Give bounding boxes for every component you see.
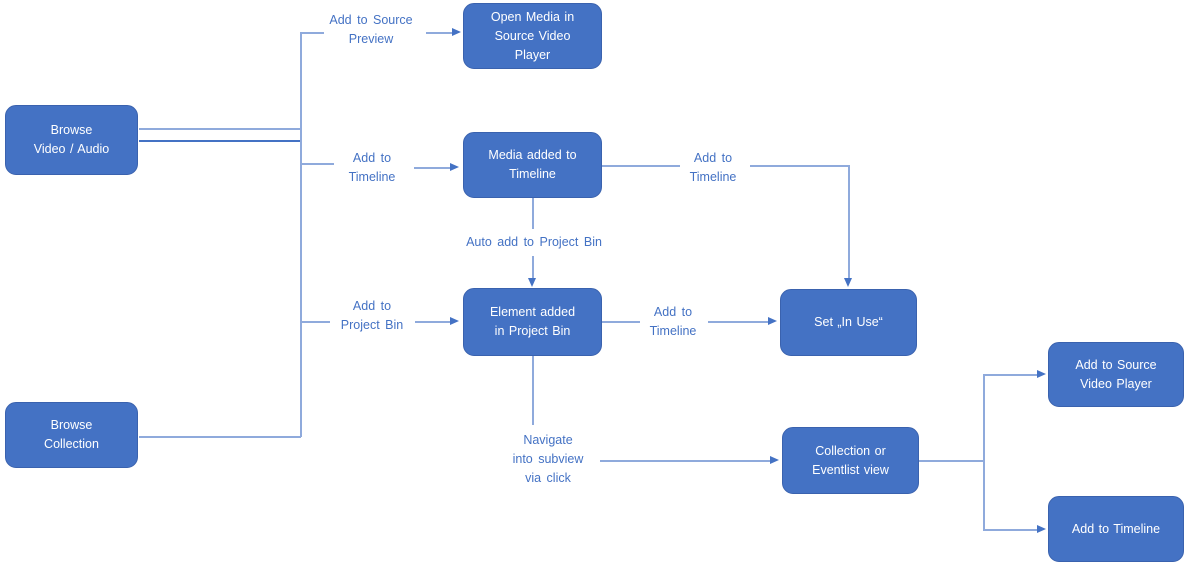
connector-row2-stub <box>300 163 334 165</box>
arrowhead-add-source-player <box>1037 370 1046 378</box>
edge-label-add-to-source-preview: Add to Source Preview <box>306 11 436 49</box>
edge-label-text: Timeline <box>689 170 737 184</box>
node-text: Video Player <box>1080 376 1152 391</box>
connector-browse-video-upper <box>139 128 301 130</box>
connector-row1-stub <box>300 32 324 34</box>
node-text: Timeline <box>509 167 556 181</box>
node-text: Add to Timeline <box>1071 521 1161 536</box>
arrowhead-element-added-top <box>528 278 536 287</box>
node-add-to-timeline: Add to Timeline <box>1048 496 1184 562</box>
node-text: Browse <box>50 418 93 432</box>
edge-label-text: Project Bin <box>340 318 404 332</box>
arrowhead-collection-view-left <box>770 456 779 464</box>
node-text: Eventlist view <box>812 462 889 477</box>
edge-label-text: Add to Source <box>329 13 413 27</box>
connector-row2-arrowline <box>414 167 452 169</box>
edge-label-text: Auto add to Project Bin <box>466 235 602 249</box>
node-browse-video-audio: Browse Video / Audio <box>5 105 138 175</box>
connector-element-right-a <box>602 321 640 323</box>
arrowhead-element-added-left <box>450 317 459 325</box>
connector-media-right-b <box>750 165 850 167</box>
connector-split-bottom <box>983 529 1038 531</box>
node-element-added-project-bin: Element added in Project Bin <box>463 288 602 356</box>
connector-browse-collection <box>139 436 301 438</box>
connector-browse-video-lower <box>139 140 301 142</box>
node-add-to-source-video-player: Add to Source Video Player <box>1048 342 1184 407</box>
connector-element-right-b <box>708 321 769 323</box>
edge-label-text: Timeline <box>348 170 396 184</box>
node-text: Collection or <box>815 443 886 458</box>
node-text: in Project Bin <box>494 324 571 338</box>
edge-label-text: via click <box>525 471 571 485</box>
connector-auto-add-lower <box>532 256 534 279</box>
node-text: Source Video <box>494 28 571 43</box>
connector-row3-stub <box>300 321 330 323</box>
node-text: Open Media in <box>490 9 575 24</box>
connector-split-vertical <box>983 374 985 530</box>
node-set-in-use: Set „In Use“ <box>780 289 917 356</box>
connector-navigate-arrowline <box>600 460 770 462</box>
connector-branch-track <box>300 32 302 437</box>
node-text: Player <box>514 47 551 62</box>
node-text: Collection <box>44 437 99 451</box>
edge-label-text: Preview <box>348 32 394 46</box>
node-text: Element added <box>489 305 576 319</box>
node-text: Video / Audio <box>33 142 110 156</box>
connector-element-down <box>532 356 534 425</box>
arrowhead-add-timeline-node <box>1037 525 1046 533</box>
connector-auto-add-upper <box>532 198 534 229</box>
node-browse-collection: Browse Collection <box>5 402 138 468</box>
node-collection-eventlist-view: Collection or Eventlist view <box>782 427 919 494</box>
edge-label-text: into subview <box>512 452 584 466</box>
arrowhead-media-added <box>450 163 459 171</box>
arrowhead-set-in-use-left <box>768 317 777 325</box>
edge-label-text: Navigate <box>523 433 573 447</box>
edge-label-navigate-into-subview: Navigate into subview via click <box>488 431 608 488</box>
connector-row3-arrowline <box>415 321 452 323</box>
edge-label-text: Add to <box>352 151 392 165</box>
edge-label-text: Timeline <box>649 324 697 338</box>
connector-media-to-setinuse-vertical <box>848 165 850 278</box>
node-media-added-timeline: Media added to Timeline <box>463 132 602 198</box>
edge-label-text: Add to <box>653 305 693 319</box>
node-text: Browse <box>50 123 93 137</box>
connector-row1-arrowline <box>426 32 454 34</box>
edge-label-add-to-project-bin: Add to Project Bin <box>312 297 432 335</box>
edge-label-add-to-timeline-left: Add to Timeline <box>312 149 432 187</box>
connector-media-right-a <box>602 165 680 167</box>
node-text: Add to Source <box>1075 357 1157 372</box>
edge-label-text: Add to <box>352 299 392 313</box>
node-text: Media added to <box>488 148 577 162</box>
connector-split-top <box>983 374 1038 376</box>
edge-label-text: Add to <box>693 151 733 165</box>
arrowhead-open-media <box>452 28 461 36</box>
node-open-media-source-player: Open Media in Source Video Player <box>463 3 602 69</box>
arrowhead-set-in-use-top <box>844 278 852 287</box>
edge-label-auto-add-to-project-bin: Auto add to Project Bin <box>451 233 617 252</box>
edge-label-add-to-timeline-mid: Add to Timeline <box>613 303 733 341</box>
node-text: Set „In Use“ <box>814 315 883 329</box>
edge-label-add-to-timeline-top: Add to Timeline <box>653 149 773 187</box>
connector-collection-right <box>919 460 984 462</box>
